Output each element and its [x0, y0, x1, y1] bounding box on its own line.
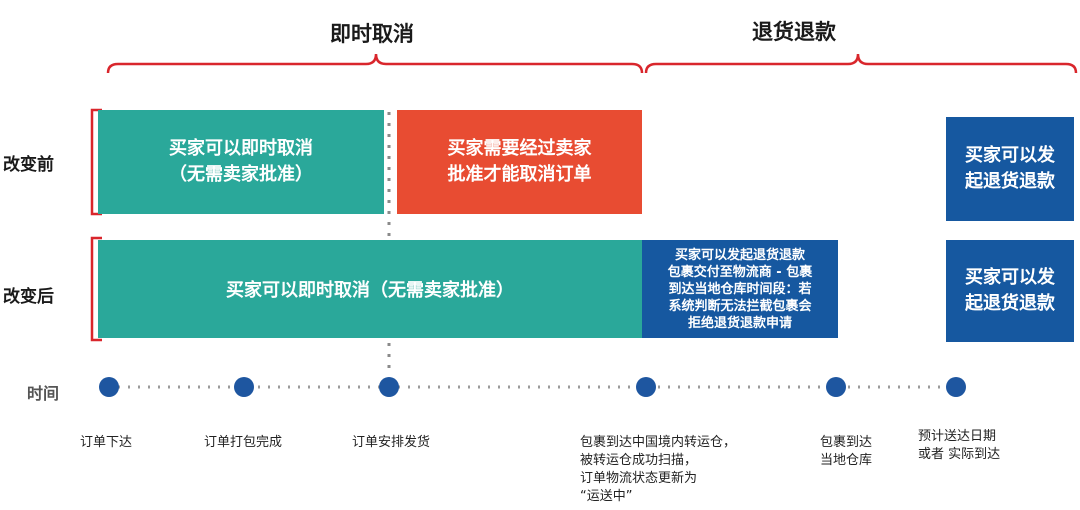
timeline-label: 时间 [27, 384, 60, 403]
timeline-dot [234, 377, 254, 397]
bracket-after [90, 236, 102, 342]
milestone-delivery: 预计送达日期 或者 实际到达 [918, 429, 1001, 462]
timeline-dot [826, 377, 846, 397]
milestone-arrived-local-warehouse: 包裹到达 当地仓库 [820, 435, 873, 468]
before-seller-approval-box: 买家需要经过卖家 批准才能取消订单 [397, 110, 642, 214]
top-brace-immediate [106, 53, 644, 74]
timeline-dot [379, 377, 399, 397]
after-immediate-cancel-box: 买家可以即时取消（无需卖家批准） [98, 240, 642, 338]
top-brace-return [644, 53, 1078, 74]
before-immediate-cancel-box: 买家可以即时取消 （无需卖家批准） [98, 110, 384, 214]
header-immediate-cancel: 即时取消 [330, 22, 414, 46]
timeline-dot [99, 377, 119, 397]
row-label-before: 改变前 [3, 155, 54, 175]
timeline-dot [636, 377, 656, 397]
after-return-refund-box: 买家可以发 起退货退款 [946, 240, 1074, 342]
row-label-after: 改变后 [3, 287, 54, 307]
header-return-refund: 退货退款 [752, 20, 836, 44]
milestone-order-shipped: 订单安排发货 [352, 435, 431, 450]
bracket-before [90, 108, 102, 216]
before-return-refund-box: 买家可以发 起退货退款 [946, 117, 1074, 221]
timeline-dot [946, 377, 966, 397]
after-intercept-rule-box: 买家可以发起退货退款 包裹交付至物流商 - 包裹 到达当地仓库时间段：若 系统判… [642, 240, 838, 338]
milestone-order-packed: 订单打包完成 [204, 435, 283, 450]
milestone-arrived-transit-warehouse: 包裹到达中国境内转运仓， 被转运仓成功扫描， 订单物流状态更新为 “运送中” [580, 435, 737, 504]
milestone-order-placed: 订单下达 [80, 435, 133, 450]
